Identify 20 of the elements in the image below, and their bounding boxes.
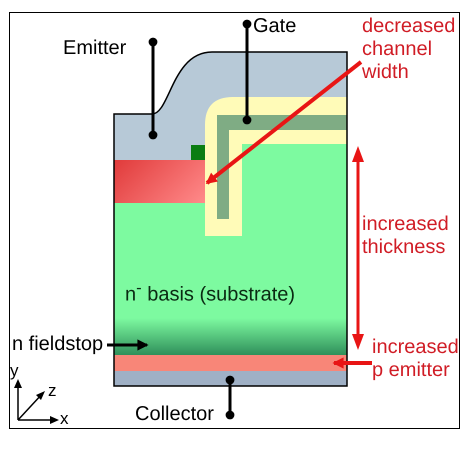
terminal-wire [148,38,158,140]
axis-label: y [10,362,18,380]
layer-label: n fieldstop [12,333,107,356]
annotation-text: increased thickness [362,213,458,259]
annotation-text: increased p emitter [372,336,458,382]
axis-label: z [48,382,56,400]
fieldstop-region [114,318,347,355]
arrow [332,357,372,369]
p-emitter-layer [114,355,347,371]
terminal-label: Emitter [63,37,149,60]
p-well-region [114,160,205,203]
axis-label: x [60,410,68,428]
collector-metal [114,371,347,386]
arrow [107,339,149,351]
terminal-wire [242,20,252,124]
region-label: n$^{-}$ basis (substrate) [125,277,296,307]
annotation-text: decreased channel width [362,15,458,84]
terminal-label: Gate [253,15,313,38]
terminal-wire [226,376,234,420]
terminal-label: Collector [135,403,223,426]
